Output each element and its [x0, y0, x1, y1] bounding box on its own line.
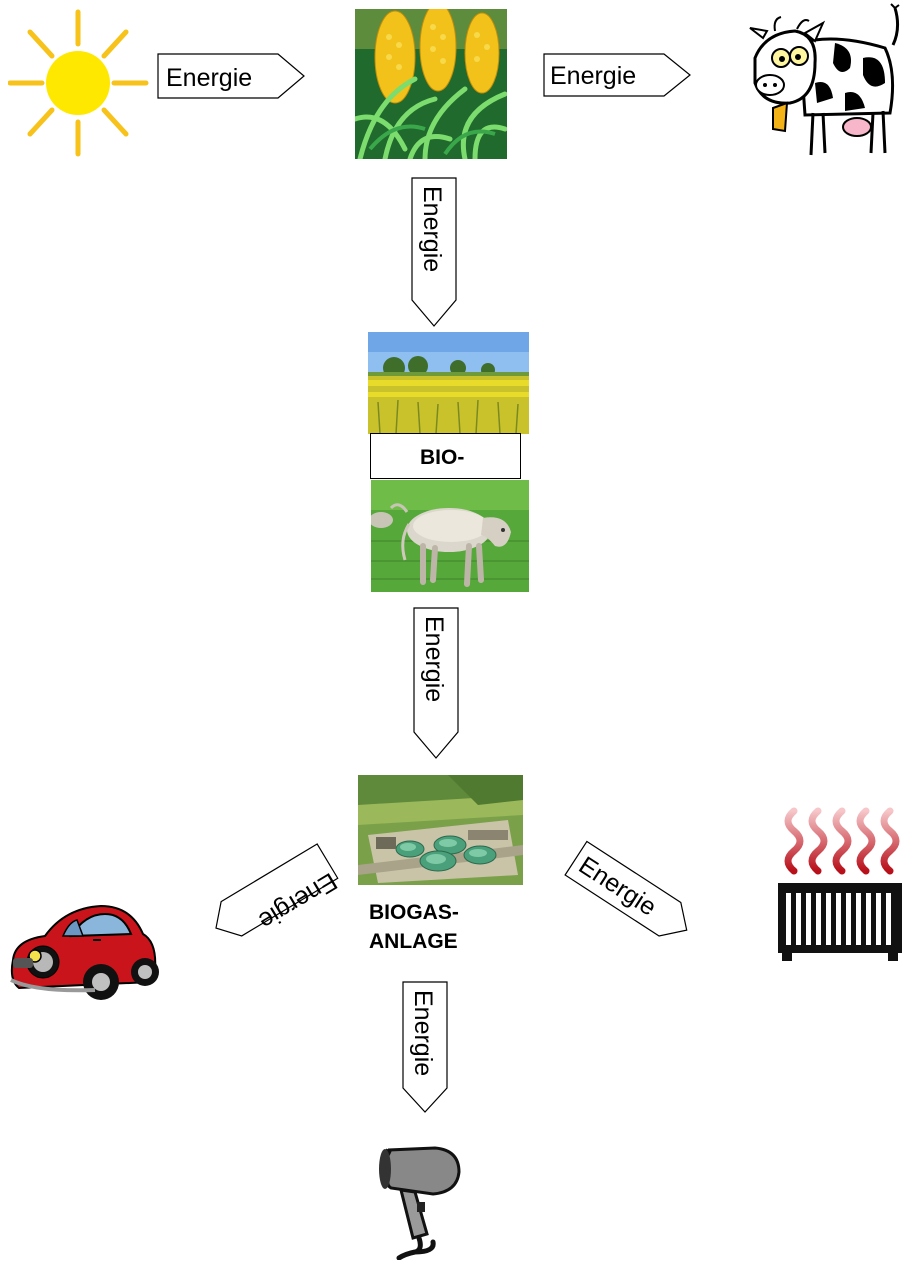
biogas-plant-image — [358, 775, 523, 885]
energy-label: Energie — [409, 990, 437, 1076]
energy-arrow-corn-to-bio: Energie — [411, 177, 457, 327]
rapeseed-field-image — [368, 332, 529, 434]
energy-arrow-plant-to-heater: Energie — [564, 840, 688, 937]
car-icon — [10, 904, 159, 1000]
bio-label: BIO- — [420, 446, 465, 469]
bio-label-box: BIO- — [370, 433, 521, 479]
biogas-label-line2: ANLAGE — [369, 930, 458, 953]
energy-arrow-corn-to-cow: Energie — [543, 53, 691, 97]
energy-label: Energie — [418, 186, 446, 272]
energy-arrow-plant-to-dryer: Energie — [402, 981, 448, 1113]
bull-image — [371, 480, 529, 592]
corn-image — [355, 9, 507, 159]
cow-icon — [749, 3, 900, 156]
energy-label: Energie — [550, 62, 636, 90]
energy-label: Energie — [420, 616, 448, 702]
energy-label: Energie — [166, 64, 252, 92]
energy-arrow-bio-to-plant: Energie — [413, 607, 459, 759]
biogas-plant-label: BIOGAS- ANLAGE — [369, 898, 459, 956]
heater-icon — [778, 807, 902, 961]
hairdryer-icon — [379, 1146, 461, 1260]
biogas-label-line1: BIOGAS- — [369, 901, 459, 924]
energy-arrow-sun-to-corn: Energie — [157, 53, 305, 99]
sun-icon — [8, 9, 149, 157]
energy-arrow-plant-to-car: Energie — [215, 843, 342, 937]
